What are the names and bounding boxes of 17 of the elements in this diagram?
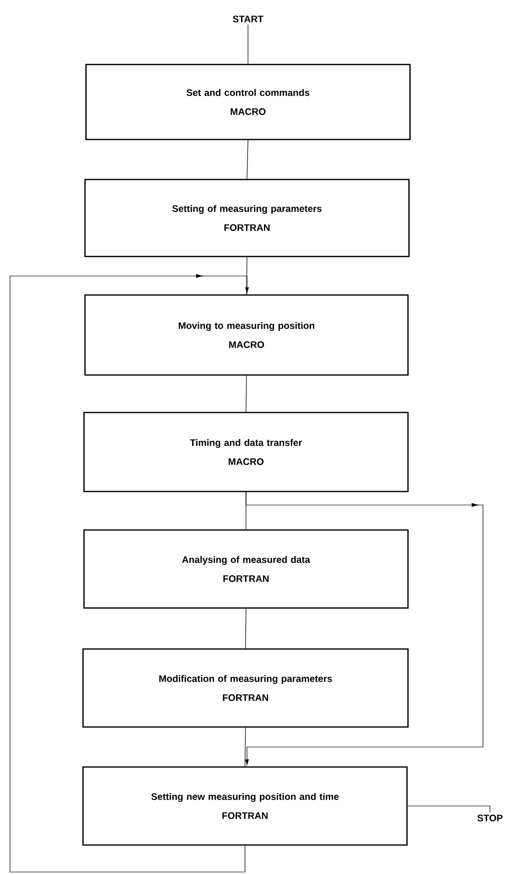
terminal-label: STOP [477,814,503,822]
connector [10,274,249,872]
process-box: Moving to measuring position MACRO [84,294,409,376]
connector [245,492,484,766]
process-box: Set and control commands MACRO [85,64,411,140]
connector [407,806,490,813]
process-box: Modification of measuring parameters FORTRAN [82,648,409,728]
process-box: Setting new measuring position and time FORTRAN [82,766,408,846]
process-box: Analysing of measured data FORTRAN [83,529,409,609]
connector [246,256,248,295]
terminal-label: START [232,16,264,22]
connector [244,727,246,767]
connector [246,140,248,180]
connector [246,375,247,412]
process-box: Setting of measuring parameters FORTRAN [84,178,410,258]
connector [245,608,246,649]
process-box: Timing and data transfer MACRO [83,412,409,492]
